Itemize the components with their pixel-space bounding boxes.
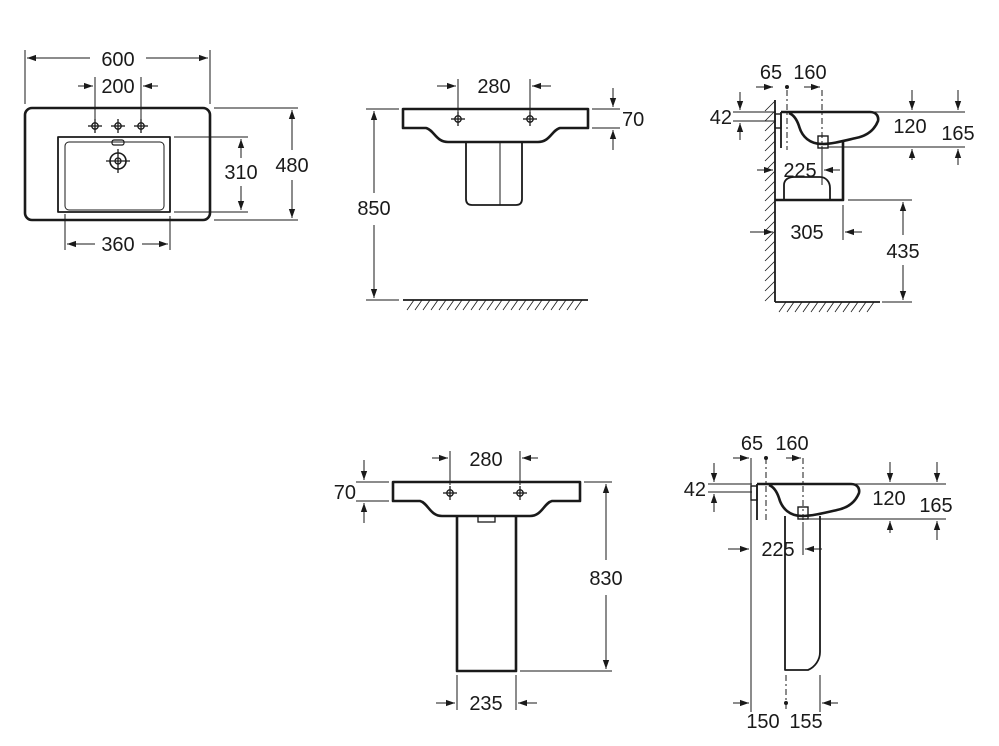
top-view: 600 200 480 310 360 bbox=[23, 49, 309, 256]
wall-hatch bbox=[764, 100, 776, 302]
side-view-wall-hung: 65 160 42 120 165 225 305 435 bbox=[710, 62, 975, 313]
drain-icon bbox=[106, 149, 130, 173]
tap-hole-icon bbox=[87, 118, 103, 134]
dim-thickness: 70 bbox=[622, 109, 644, 131]
dim-tap-spacing: 280 bbox=[477, 76, 510, 98]
dim-bowl-depth: 310 bbox=[224, 162, 257, 184]
floor-hatch bbox=[406, 299, 583, 311]
dim-e: 165 bbox=[919, 495, 952, 517]
tap-hole-icon bbox=[522, 111, 538, 127]
dim-width: 600 bbox=[101, 49, 134, 71]
dim-e: 165 bbox=[941, 123, 974, 145]
dim-c: 42 bbox=[710, 107, 732, 129]
dim-b: 160 bbox=[793, 62, 826, 84]
front-view-wall-hung: 280 70 850 bbox=[357, 76, 644, 311]
dim-bowl-width: 360 bbox=[101, 234, 134, 256]
tap-hole-icon bbox=[110, 118, 126, 134]
tap-hole-icon bbox=[133, 118, 149, 134]
dim-a: 65 bbox=[741, 433, 763, 455]
tap-hole-icon bbox=[512, 485, 528, 501]
front-view-pedestal: 280 70 830 235 bbox=[334, 449, 623, 715]
tap-hole-icon bbox=[442, 485, 458, 501]
dim-tap-spacing: 280 bbox=[469, 449, 502, 471]
dim-height: 850 bbox=[357, 198, 390, 220]
dim-tap-spacing: 200 bbox=[101, 76, 134, 98]
dim-g: 305 bbox=[790, 222, 823, 244]
tap-hole-icon bbox=[450, 111, 466, 127]
dim-d: 120 bbox=[893, 116, 926, 138]
dim-a: 65 bbox=[760, 62, 782, 84]
dim-c: 42 bbox=[684, 479, 706, 501]
dim-f: 225 bbox=[761, 539, 794, 561]
dim-h: 155 bbox=[789, 711, 822, 733]
dim-height: 830 bbox=[589, 568, 622, 590]
floor-hatch bbox=[778, 301, 875, 313]
dim-h: 435 bbox=[886, 241, 919, 263]
dim-d: 120 bbox=[872, 488, 905, 510]
dim-f: 225 bbox=[783, 160, 816, 182]
dim-g: 150 bbox=[746, 711, 779, 733]
dim-pedestal-width: 235 bbox=[469, 693, 502, 715]
dim-thickness: 70 bbox=[334, 482, 356, 504]
dim-b: 160 bbox=[775, 433, 808, 455]
side-view-pedestal: 65 160 42 120 165 225 150 155 bbox=[684, 433, 953, 733]
dim-depth: 480 bbox=[275, 155, 308, 177]
